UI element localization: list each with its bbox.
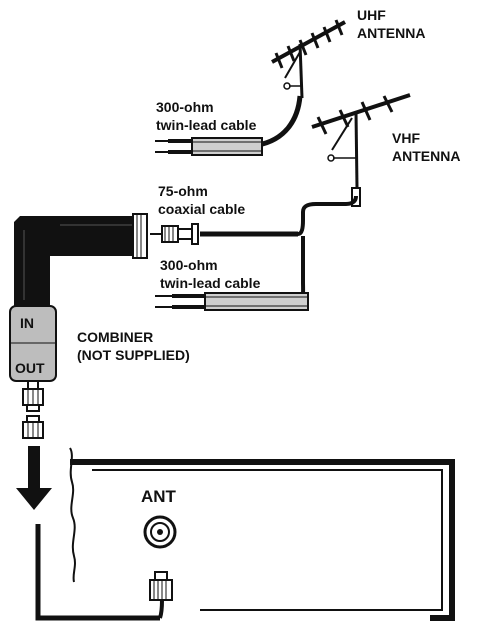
down-arrow-icon: [16, 446, 52, 510]
svg-text:ANTENNA: ANTENNA: [357, 25, 425, 41]
combiner-out-label: OUT: [15, 360, 45, 376]
combiner-in-label: IN: [20, 315, 34, 331]
uhf-antenna-label: UHF ANTENNA: [357, 7, 425, 41]
combiner-output-connector: [22, 380, 44, 439]
svg-text:ANTENNA: ANTENNA: [392, 148, 460, 164]
twin-lead-cable-bottom: [155, 236, 309, 311]
svg-text:VHF: VHF: [392, 130, 420, 146]
tv-feed-cable: [35, 524, 164, 621]
tv-f-plug: [149, 571, 173, 601]
tv-back-panel: [69, 447, 455, 621]
svg-text:twin-lead cable: twin-lead cable: [156, 117, 257, 133]
twin-lead-top-label: 300-ohm twin-lead cable: [156, 99, 257, 133]
svg-text:300-ohm: 300-ohm: [160, 257, 218, 273]
ant-label: ANT: [141, 487, 177, 506]
svg-text:(NOT SUPPLIED): (NOT SUPPLIED): [77, 347, 190, 363]
ant-terminal[interactable]: [143, 515, 177, 549]
twin-lead-bottom-label: 300-ohm twin-lead cable: [160, 257, 261, 291]
coaxial-label: 75-ohm coaxial cable: [158, 183, 245, 217]
svg-text:300-ohm: 300-ohm: [156, 99, 214, 115]
vhf-antenna-label: VHF ANTENNA: [392, 130, 460, 164]
vhf-antenna: [311, 93, 411, 207]
svg-text:COMBINER: COMBINER: [77, 329, 153, 345]
svg-text:coaxial cable: coaxial cable: [158, 201, 245, 217]
twin-lead-cable-top: [155, 95, 303, 156]
svg-text:twin-lead cable: twin-lead cable: [160, 275, 261, 291]
svg-text:UHF: UHF: [357, 7, 386, 23]
combiner-label: COMBINER (NOT SUPPLIED): [77, 329, 190, 363]
coaxial-cable: [150, 195, 358, 245]
svg-text:75-ohm: 75-ohm: [158, 183, 208, 199]
uhf-antenna: [271, 19, 346, 99]
combiner-input-cable: [14, 213, 148, 306]
